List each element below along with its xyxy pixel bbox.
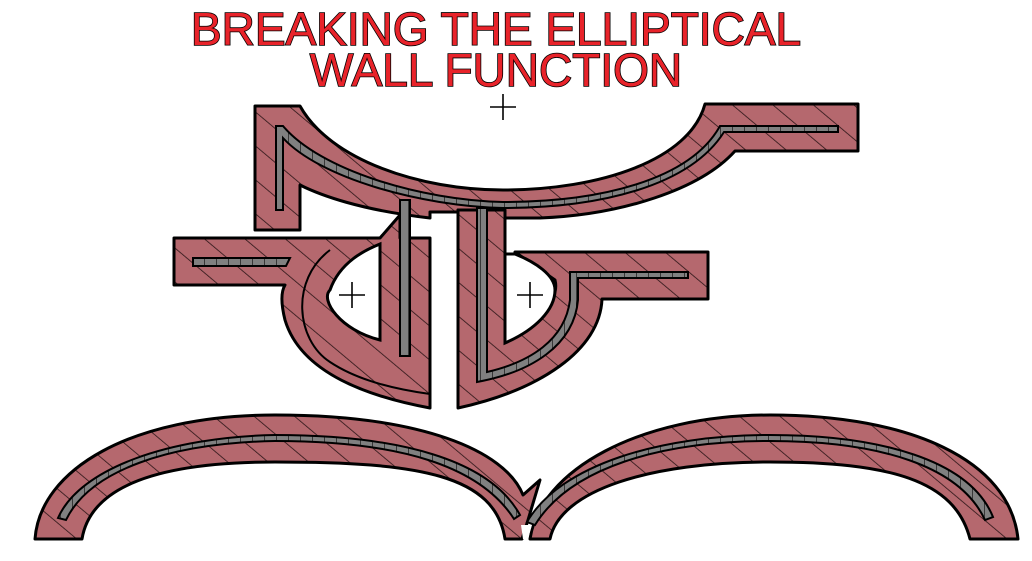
right-vertical-core — [476, 207, 689, 384]
upper-wall-assembly[interactable] — [172, 102, 860, 410]
right-ellipse-reference-cross — [517, 282, 543, 308]
lower-right-arch-wall[interactable] — [528, 413, 1020, 541]
arch-junction-gap — [521, 525, 532, 539]
lower-right-arch-core — [525, 433, 995, 527]
title-line-1: BREAKING THE ELLIPTICAL — [191, 3, 801, 55]
lower-left-arch-wall[interactable] — [33, 413, 542, 541]
left-vertical-core — [399, 199, 411, 357]
top-center-reference-cross — [490, 94, 516, 120]
lower-right-arch[interactable] — [521, 413, 1020, 541]
top-elliptical-wall[interactable] — [253, 102, 860, 232]
left-arm-core — [192, 257, 292, 267]
title-line-2: WALL FUNCTION — [310, 44, 682, 96]
lower-left-arch-core — [56, 433, 522, 522]
lower-left-arch[interactable] — [33, 413, 542, 541]
left-ellipse-reference-cross — [339, 282, 365, 308]
left-ellipse-opening — [326, 241, 382, 342]
left-ellipse-inner-line — [301, 249, 431, 395]
top-arch-core — [275, 125, 839, 211]
drawing-title: BREAKING THE ELLIPTICAL WALL FUNCTION — [190, 2, 802, 97]
